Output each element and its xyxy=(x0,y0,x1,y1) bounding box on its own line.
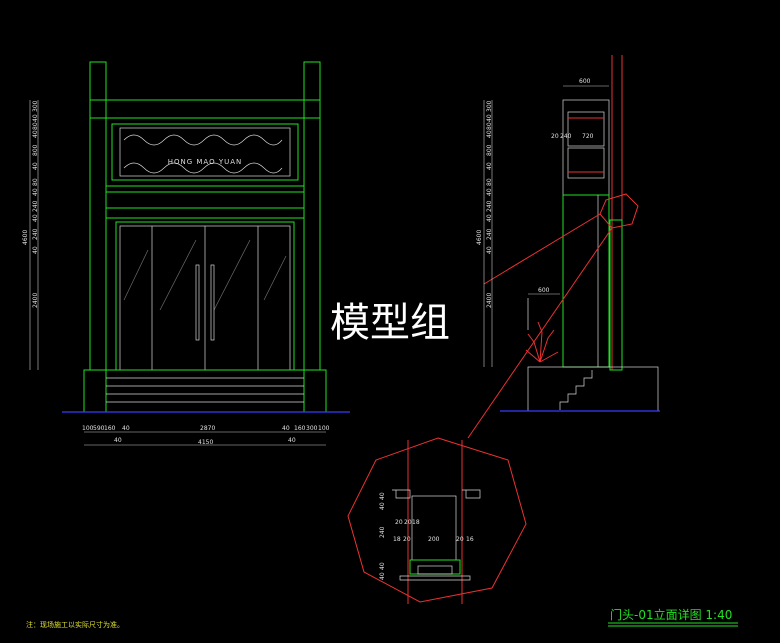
side-top-width: 600 xyxy=(579,78,591,85)
front-total-width: 4150 xyxy=(198,439,213,446)
side-total-height: 4600 xyxy=(476,230,483,245)
side-left-dimensions: 300 40 80 40 800 40 80 40 240 40 240 40 … xyxy=(476,100,493,367)
side-planter-width: 600 xyxy=(538,287,550,294)
detail-callout: 40 40 240 40 40 20 20 18 18 20 200 20 16 xyxy=(347,437,527,604)
detail-left-dim-1: 40 xyxy=(379,502,386,510)
front-elevation: HONG MAO YUAN xyxy=(62,61,350,413)
side-inner-dim-2: 720 xyxy=(582,133,594,140)
front-bdim-0: 100 xyxy=(82,425,94,432)
detail-bottom-dim-3: 20 xyxy=(456,536,464,543)
side-section: 600 600 20 240 720 xyxy=(467,55,660,439)
side-inner-dim-1: 240 xyxy=(560,133,572,140)
front-dim-7: 40 xyxy=(32,188,39,196)
front-bdim-4: 2870 xyxy=(200,425,215,432)
side-dim-10: 240 xyxy=(486,228,493,240)
detail-left-dim-3: 40 xyxy=(379,562,386,570)
front-bdim-6: 160 xyxy=(294,425,306,432)
front-dim-0: 300 xyxy=(32,100,39,112)
front-bdim-2: 160 xyxy=(104,425,116,432)
watermark-text: 模型组 xyxy=(330,300,450,346)
sign-text: HONG MAO YUAN xyxy=(168,158,243,166)
side-dim-9: 40 xyxy=(486,214,493,222)
detail-top-dim-0: 20 xyxy=(395,519,403,526)
title-block: 门头-01立面详图 1:40 xyxy=(608,607,738,627)
side-dim-5: 40 xyxy=(486,162,493,170)
side-dim-11: 40 xyxy=(486,246,493,254)
front-bdim-1: 590 xyxy=(93,425,105,432)
side-dim-3: 40 xyxy=(486,130,493,138)
front-dim-4: 800 xyxy=(32,144,39,156)
front-bdim-5: 40 xyxy=(282,425,290,432)
side-dim-1: 40 xyxy=(486,114,493,122)
front-total-height: 4600 xyxy=(22,230,29,245)
front-bottom-dimensions: 100 590 160 40 2870 40 160 300 100 40 40… xyxy=(82,425,330,446)
detail-bottom-dim-1: 20 xyxy=(403,536,411,543)
detail-left-dim-0: 40 xyxy=(379,492,386,500)
side-dim-2: 80 xyxy=(486,122,493,130)
side-dim-12: 2400 xyxy=(486,293,493,308)
front-dim-5: 40 xyxy=(32,162,39,170)
front-dim-1: 40 xyxy=(32,114,39,122)
front-bdim2-0: 40 xyxy=(114,437,122,444)
construction-note: 注：现场施工以实际尺寸为准。 xyxy=(26,620,124,629)
front-bdim-7: 300 xyxy=(306,425,318,432)
detail-bottom-dim-2: 200 xyxy=(428,536,440,543)
side-inner-dim-0: 20 xyxy=(551,133,559,140)
side-dim-8: 240 xyxy=(486,200,493,212)
side-dim-4: 800 xyxy=(486,144,493,156)
detail-top-dim-2: 18 xyxy=(412,519,420,526)
front-dim-8: 240 xyxy=(32,200,39,212)
detail-left-dim-4: 40 xyxy=(379,572,386,580)
front-bdim-8: 100 xyxy=(318,425,330,432)
detail-bottom-dim-4: 16 xyxy=(466,536,474,543)
front-bdim2-1: 40 xyxy=(288,437,296,444)
side-dim-0: 300 xyxy=(486,100,493,112)
front-dim-12: 2400 xyxy=(32,293,39,308)
front-dim-3: 40 xyxy=(32,130,39,138)
detail-left-dim-2: 240 xyxy=(379,526,386,538)
side-dim-6: 80 xyxy=(486,178,493,186)
front-left-dimensions: 300 40 80 40 800 40 80 40 240 40 240 40 … xyxy=(22,100,39,370)
front-dim-11: 40 xyxy=(32,246,39,254)
front-dim-9: 40 xyxy=(32,214,39,222)
detail-top-dim-1: 20 xyxy=(404,519,412,526)
detail-bottom-dim-0: 18 xyxy=(393,536,401,543)
front-dim-10: 240 xyxy=(32,228,39,240)
front-dim-6: 80 xyxy=(32,178,39,186)
front-bdim-3: 40 xyxy=(122,425,130,432)
drawing-title: 门头-01立面详图 1:40 xyxy=(610,607,732,622)
side-dim-7: 40 xyxy=(486,188,493,196)
front-dim-2: 80 xyxy=(32,122,39,130)
